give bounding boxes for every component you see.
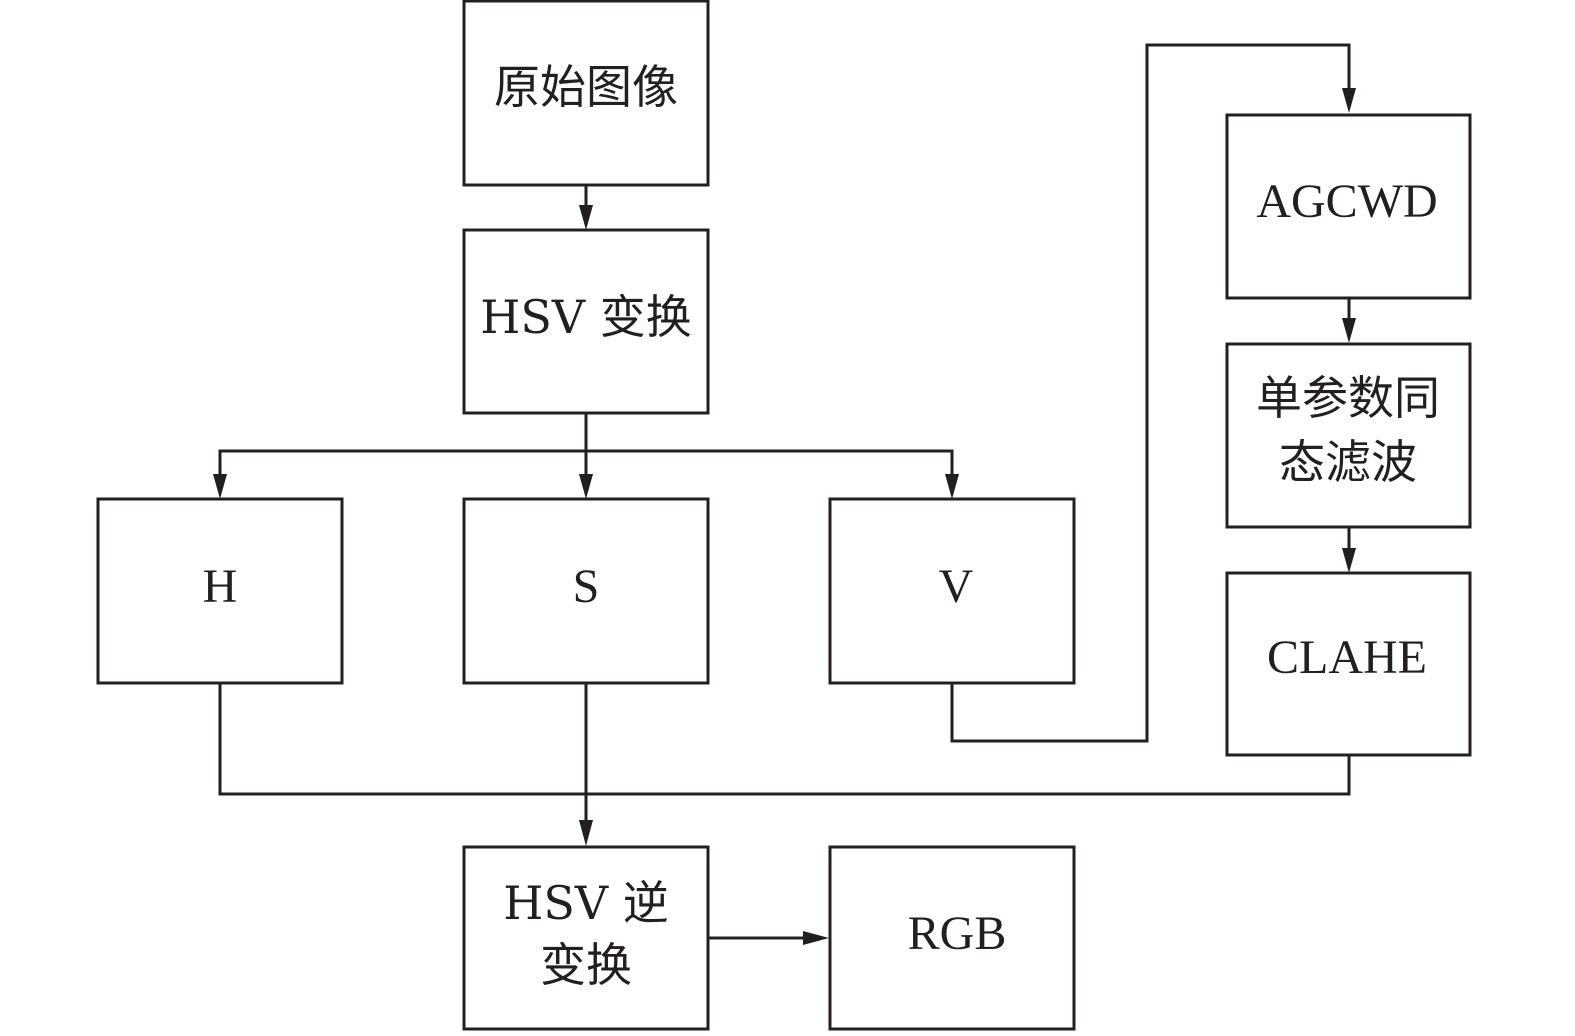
edge-branch-bar (218, 449, 954, 474)
arrowhead-icon (803, 931, 829, 945)
node-hsv-inverse: HSV 逆 变换 (462, 845, 710, 1031)
node-h: H (96, 497, 344, 685)
node-label-line1: 单参数同 (1256, 371, 1440, 425)
node-s: S (462, 497, 710, 685)
node-label-line2: 态滤波 (1279, 435, 1417, 489)
edge-v-to-agcwd (950, 43, 1351, 743)
node-agcwd: AGCWD (1225, 113, 1472, 300)
node-label: 原始图像 (494, 60, 678, 114)
node-v: V (828, 497, 1076, 685)
node-original-image: 原始图像 (462, 0, 710, 187)
node-label: HSV 变换 (480, 290, 691, 344)
arrowhead-icon (1342, 318, 1356, 343)
node-label: S (573, 560, 600, 613)
arrowhead-icon (945, 474, 959, 499)
node-label: CLAHE (1267, 631, 1427, 684)
arrowhead-icon (579, 820, 593, 846)
arrowhead-icon (213, 474, 227, 499)
node-label: RGB (908, 907, 1007, 960)
node-label-line2: 变换 (540, 938, 632, 992)
node-rgb: RGB (828, 845, 1076, 1031)
arrowhead-icon (1342, 88, 1356, 113)
arrowhead-icon (579, 474, 593, 499)
node-hsv-transform: HSV 变换 (462, 228, 710, 415)
node-clahe: CLAHE (1225, 571, 1472, 757)
node-label: AGCWD (1256, 175, 1437, 228)
node-label: V (939, 560, 974, 613)
connectors (213, 43, 1356, 945)
edge-h-to-merge (218, 683, 1351, 796)
node-homomorphic-filter: 单参数同 态滤波 (1225, 342, 1472, 529)
arrowhead-icon (1342, 548, 1356, 573)
arrowhead-icon (579, 205, 593, 230)
node-label-line1: HSV 逆 (503, 876, 668, 930)
node-label: H (203, 560, 238, 613)
